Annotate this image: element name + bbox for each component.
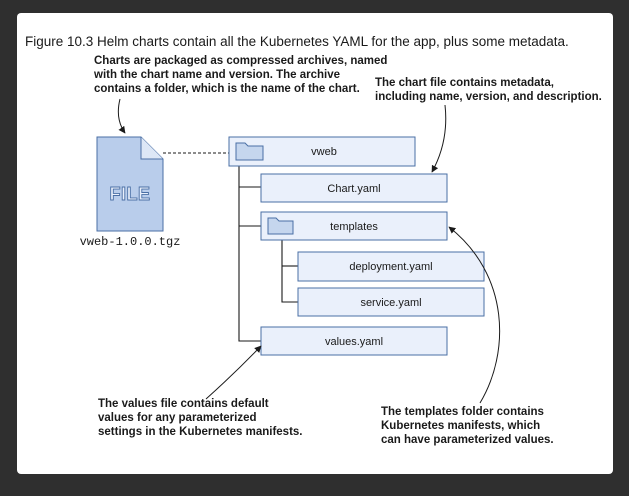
tree-item-templates: templates — [260, 211, 448, 241]
note-archive-line-2: with the chart name and version. The arc… — [93, 69, 340, 81]
figure-card: Figure 10.3 Helm charts contain all the … — [17, 13, 613, 474]
file-icon: FILE — [96, 136, 164, 232]
tree-item-chart-yaml: Chart.yaml — [260, 173, 448, 203]
tree-line-templates — [281, 239, 298, 303]
note-chart-file-line-2: including name, version, and description… — [375, 91, 602, 103]
note-values-file-line-2: values for any parameterized — [98, 412, 257, 424]
service-yaml-label: service.yaml — [360, 297, 421, 309]
tree-item-values-yaml: values.yaml — [260, 326, 448, 356]
chart-yaml-label: Chart.yaml — [327, 183, 380, 195]
tree-root-vweb: vweb — [228, 136, 416, 167]
tree-item-service-yaml: service.yaml — [297, 287, 485, 317]
helm-chart-diagram: Figure 10.3 Helm charts contain all the … — [25, 34, 602, 446]
deployment-yaml-label: deployment.yaml — [349, 261, 432, 273]
note-chart-file-line-1: The chart file contains metadata, — [375, 77, 554, 89]
values-yaml-label: values.yaml — [325, 336, 383, 348]
tree-item-deployment-yaml: deployment.yaml — [297, 251, 485, 282]
root-folder-label: vweb — [311, 146, 337, 158]
archive-filename: vweb-1.0.0.tgz — [80, 235, 181, 249]
folder-icon — [235, 142, 264, 161]
note-templates-folder-line-2: Kubernetes manifests, which — [381, 420, 540, 432]
note-templates-folder-line-1: The templates folder contains — [381, 406, 544, 418]
file-icon-text: FILE — [110, 184, 151, 204]
arrow-templates-note — [448, 226, 501, 404]
arrow-archive-note — [117, 98, 126, 134]
folder-icon — [267, 217, 294, 235]
arrow-chart-file-note — [431, 104, 447, 173]
note-archive-line-1: Charts are packaged as compressed archiv… — [94, 55, 387, 67]
note-values-file-line-3: settings in the Kubernetes manifests. — [98, 426, 303, 438]
note-values-file: The values file contains default values … — [98, 398, 303, 438]
note-values-file-line-1: The values file contains default — [98, 398, 269, 410]
note-chart-file: The chart file contains metadata, includ… — [375, 77, 602, 103]
arrow-values-note — [205, 345, 262, 400]
note-templates-folder-line-3: can have parameterized values. — [381, 434, 554, 446]
note-archive: Charts are packaged as compressed archiv… — [93, 55, 391, 95]
figure-caption: Figure 10.3 Helm charts contain all the … — [25, 34, 569, 49]
note-templates-folder: The templates folder contains Kubernetes… — [381, 406, 554, 446]
note-archive-line-3: contains a folder, which is the name of … — [94, 83, 360, 95]
tree-line-root — [238, 166, 261, 342]
templates-folder-label: templates — [330, 221, 378, 233]
